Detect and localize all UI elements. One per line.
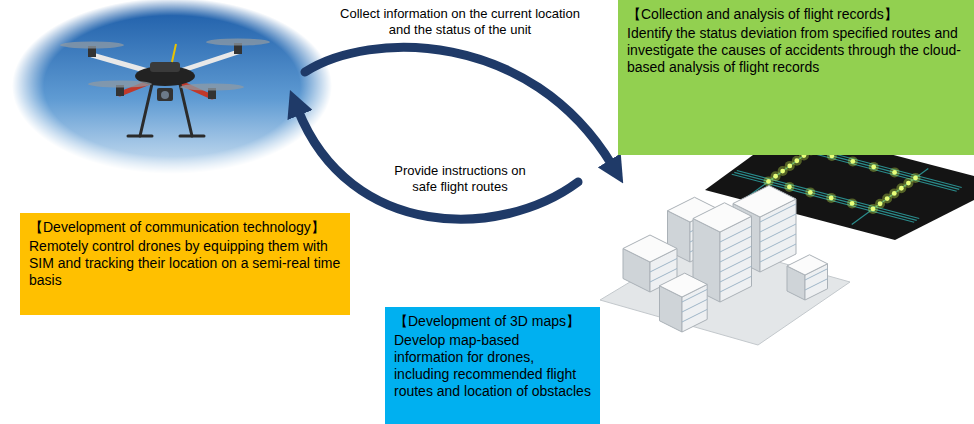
building-floor xyxy=(760,224,796,242)
drone-propeller xyxy=(180,84,244,91)
building-floor xyxy=(682,309,707,322)
route-point xyxy=(850,201,855,206)
route-point-glow xyxy=(826,193,836,203)
route-point xyxy=(808,190,813,195)
drone-plate xyxy=(150,62,180,72)
arrow-label: Collect information on the current locat… xyxy=(335,6,585,38)
building xyxy=(787,255,828,300)
box-heading: 【Development of communication technology… xyxy=(29,219,341,236)
building-roof xyxy=(623,235,677,262)
route-point xyxy=(829,196,834,201)
building-floor xyxy=(720,276,752,292)
drone-leg xyxy=(180,135,204,138)
route-point xyxy=(850,159,855,164)
route-point-glow xyxy=(890,167,900,177)
building-floor xyxy=(760,214,796,232)
arrow-label: Provide instructions on safe flight rout… xyxy=(385,163,535,195)
building-floor xyxy=(720,246,752,262)
route-point-glow xyxy=(911,173,921,183)
process-box: 【Development of 3D maps】 Develop map-base… xyxy=(385,307,600,424)
sky-oval xyxy=(0,0,340,180)
city-3d-map xyxy=(600,186,850,346)
map-road xyxy=(732,174,914,222)
building-floor xyxy=(650,259,677,273)
drone-camera xyxy=(157,88,173,101)
box-body: Develop map-based information for drones… xyxy=(394,332,591,400)
building-floor xyxy=(760,204,796,222)
building-floor xyxy=(720,256,752,272)
building-floor xyxy=(720,236,752,252)
building-roof xyxy=(693,203,752,232)
route-point-glow xyxy=(869,162,879,172)
route-point-glow xyxy=(805,187,815,197)
route-point xyxy=(892,170,897,175)
building xyxy=(660,273,708,332)
drone-propeller xyxy=(60,42,124,49)
building-floor xyxy=(720,226,752,242)
route-point-glow xyxy=(848,156,858,166)
building-floor xyxy=(805,269,828,280)
building-floor xyxy=(805,279,828,290)
box-heading: 【Development of 3D maps】 xyxy=(394,313,591,330)
route-point xyxy=(899,186,904,191)
box-body: Remotely control drones by equipping the… xyxy=(29,238,341,289)
route-point xyxy=(871,165,876,170)
process-box: 【Collection and analysis of flight recor… xyxy=(618,0,974,155)
instruct-arrow xyxy=(298,110,578,219)
route-point xyxy=(906,181,911,186)
route-point-glow xyxy=(847,198,857,208)
building-floor xyxy=(760,234,796,252)
drone-propeller xyxy=(88,81,152,88)
route-point-glow xyxy=(784,182,794,192)
drone xyxy=(60,39,270,137)
route-point xyxy=(787,164,792,169)
drone-leg xyxy=(140,84,152,136)
box-heading: 【Collection and analysis of flight recor… xyxy=(627,6,965,23)
route-point xyxy=(892,191,897,196)
building-floor xyxy=(760,244,796,262)
building-floor xyxy=(682,289,707,302)
route-point xyxy=(794,158,799,163)
building-floor xyxy=(720,266,752,282)
route-point xyxy=(780,169,785,174)
drone-leg xyxy=(180,84,192,136)
drone-photo xyxy=(0,0,340,180)
collect-arrow xyxy=(305,47,612,165)
box-body: Identify the status deviation from speci… xyxy=(627,25,965,76)
route-point xyxy=(885,196,890,201)
arrows xyxy=(298,47,612,219)
process-box: 【Development of communication technology… xyxy=(20,213,350,315)
route-point xyxy=(871,207,876,212)
route-point xyxy=(878,201,883,206)
drone-propeller xyxy=(206,39,270,46)
camera-lens xyxy=(161,91,169,99)
drone-leg xyxy=(128,135,152,138)
drone-antenna xyxy=(172,44,176,62)
route-point xyxy=(913,176,918,181)
route-point xyxy=(766,179,771,184)
route-point xyxy=(787,185,792,190)
route-point xyxy=(773,174,778,179)
building-floor xyxy=(682,299,707,312)
